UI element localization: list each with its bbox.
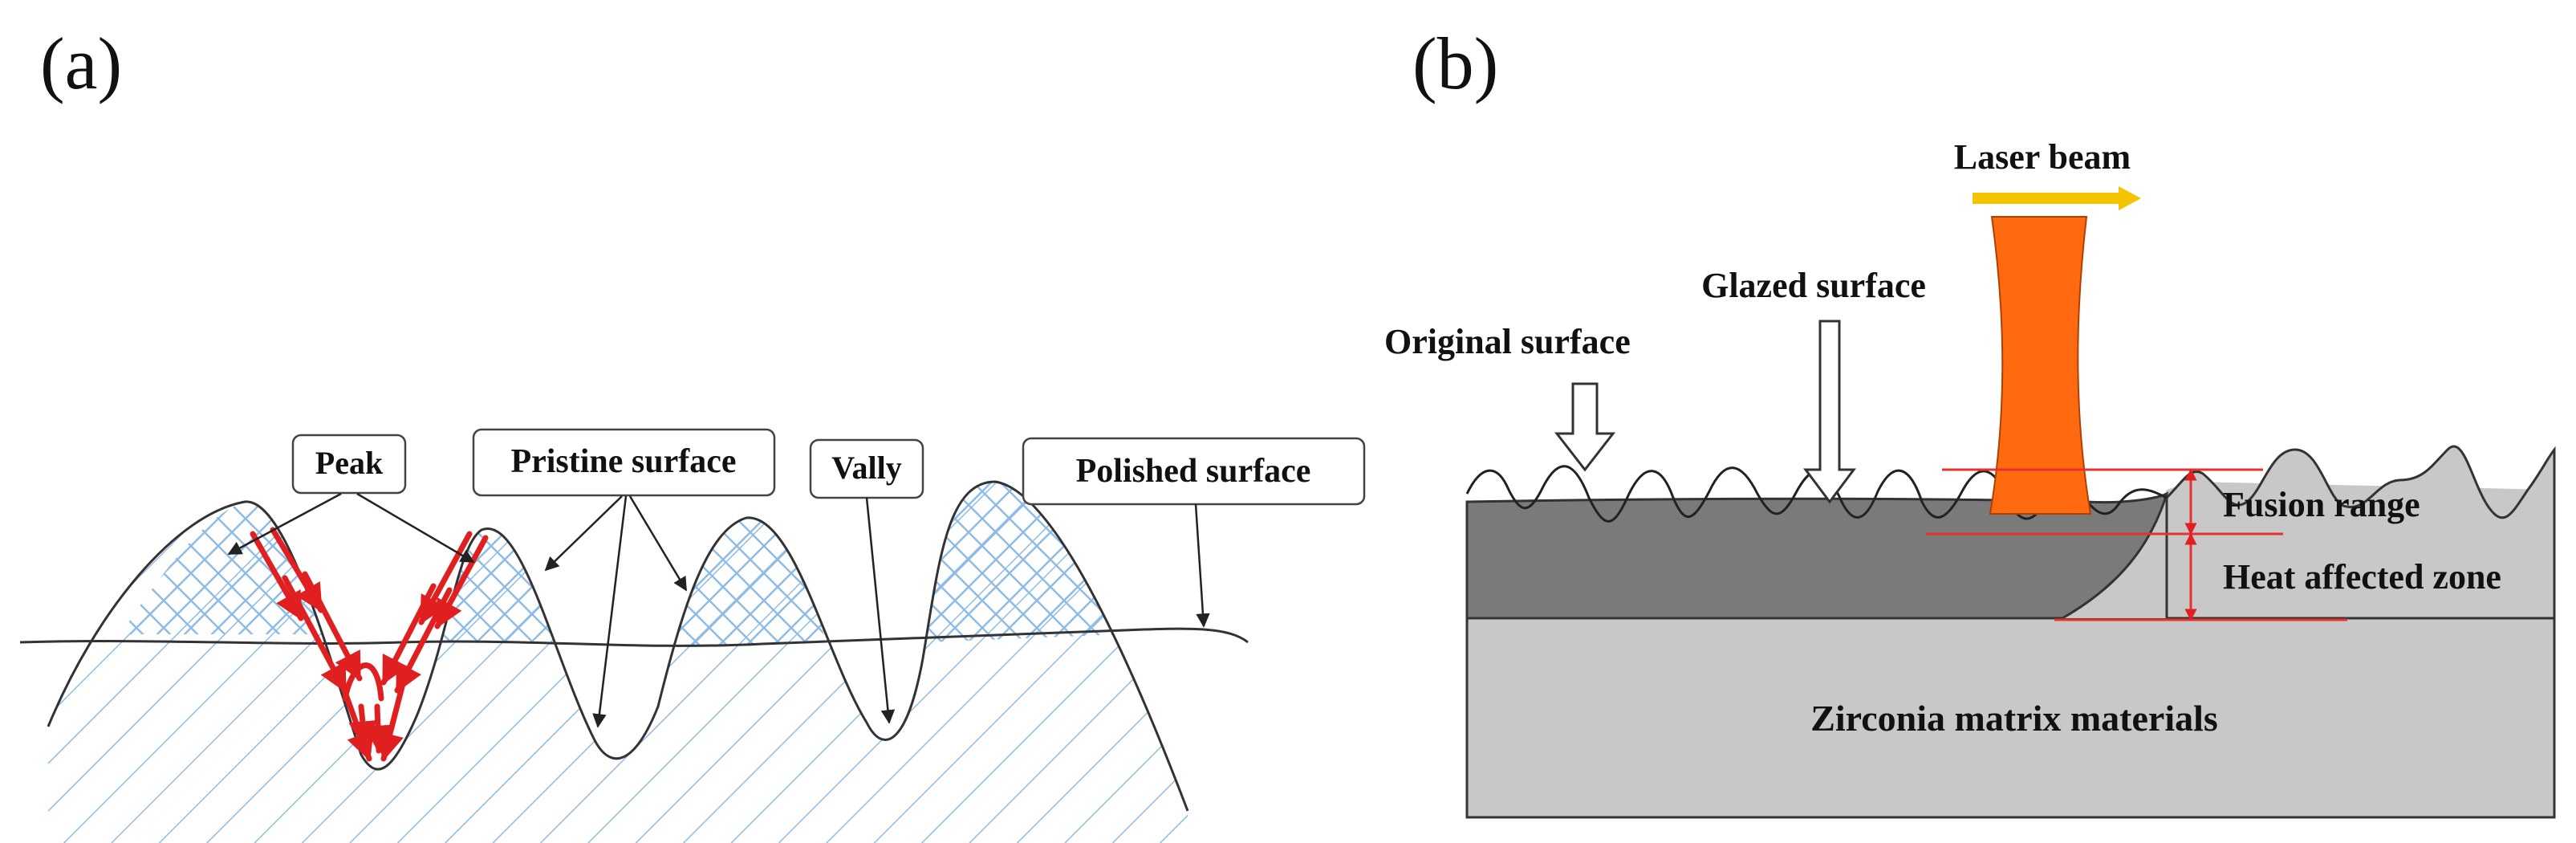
label-zirconia-matrix: Zirconia matrix materials [1810, 698, 2218, 739]
label-vally: Vally [809, 438, 924, 499]
label-polished-text: Polished surface [1076, 453, 1311, 490]
pristine-surface-profile [47, 480, 1189, 812]
panel-a: (a) [19, 22, 1366, 843]
label-heat-affected-zone: Heat affected zone [2223, 557, 2501, 597]
laser-beam-column [1989, 216, 2092, 515]
material-flow-arrows [250, 527, 489, 762]
panel-b: (b) Las [1384, 22, 2556, 819]
label-vally-text: Vally [831, 450, 901, 486]
label-peak: Peak [291, 434, 407, 495]
label-original-surface: Original surface [1384, 322, 1631, 361]
label-fusion-range: Fusion range [2223, 485, 2420, 524]
laser-scan-bar [1973, 193, 2131, 204]
polished-surface-line [19, 627, 1249, 647]
panel-b-label: (b) [1412, 22, 1498, 104]
glazed-surface-arrow [1803, 320, 1856, 504]
label-glazed-surface: Glazed surface [1701, 266, 1926, 305]
laser-scan-direction-arrow [2119, 186, 2141, 210]
right-original-bumps [2165, 445, 2556, 620]
original-surface-arrow [1554, 382, 1616, 472]
label-peak-text: Peak [315, 445, 384, 481]
label-polished-surface: Polished surface [1022, 437, 1366, 506]
laser-beam [1973, 186, 2141, 515]
leader-arrows-a [227, 492, 1210, 728]
panel-a-label: (a) [40, 22, 122, 104]
label-pristine-surface: Pristine surface [472, 428, 776, 497]
label-pristine-text: Pristine surface [510, 443, 736, 480]
zone-guide-lines [1926, 468, 2347, 621]
zirconia-matrix-block [1465, 617, 2556, 819]
label-laser-beam: Laser beam [1954, 137, 2131, 177]
